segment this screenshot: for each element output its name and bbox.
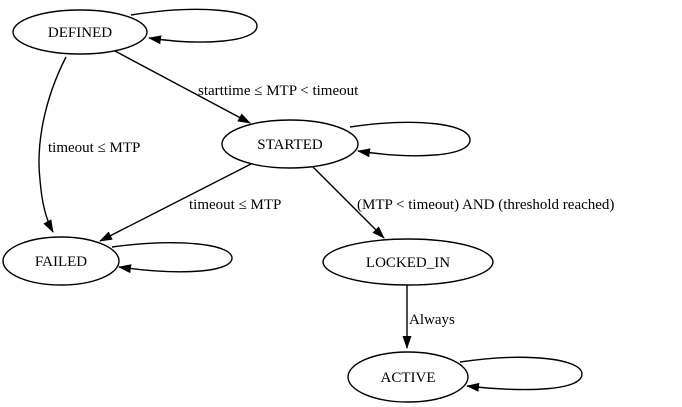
node-failed: FAILED: [2, 236, 120, 286]
edge-label-started-to-failed: timeout ≤ MTP: [189, 197, 281, 213]
edge-started-to-failed: [99, 163, 252, 242]
node-locked_in-ellipse: [322, 238, 494, 286]
node-defined-ellipse: [12, 9, 148, 55]
node-failed-label: FAILED: [35, 254, 87, 270]
nodes-layer: DEFINED STARTED FAILED LOCKED_IN ACTIVE: [2, 9, 494, 403]
node-started: STARTED: [221, 119, 359, 169]
node-locked_in-label: LOCKED_IN: [366, 255, 450, 271]
node-started-label: STARTED: [257, 137, 323, 153]
edge-label-defined-to-failed: timeout ≤ MTP: [48, 140, 140, 156]
edge-active-self: [459, 356, 583, 392]
edge-started-to-locked_in: [312, 166, 385, 239]
edge-defined-to-started: [114, 50, 251, 124]
node-locked_in: LOCKED_IN: [322, 238, 494, 286]
edge-started-self: [349, 121, 471, 158]
node-active-label: ACTIVE: [381, 370, 436, 386]
node-defined-label: DEFINED: [48, 25, 112, 41]
edge-defined-self: [130, 8, 258, 45]
edge-label-started-to-locked_in: (MTP < timeout) AND (threshold reached): [357, 197, 614, 213]
node-active: ACTIVE: [347, 351, 469, 403]
node-active-ellipse: [347, 351, 469, 403]
node-started-ellipse: [221, 119, 359, 169]
edges-layer: starttime ≤ MTP < timeout timeout ≤ MTP ti…: [38, 8, 614, 392]
edge-failed-self: [111, 242, 233, 274]
edge-label-defined-to-started: starttime ≤ MTP < timeout: [198, 83, 359, 99]
edge-label-locked_in-to-active: Always: [409, 312, 455, 328]
node-failed-ellipse: [2, 236, 120, 286]
edge-defined-to-failed: [38, 56, 67, 233]
node-defined: DEFINED: [12, 9, 148, 55]
